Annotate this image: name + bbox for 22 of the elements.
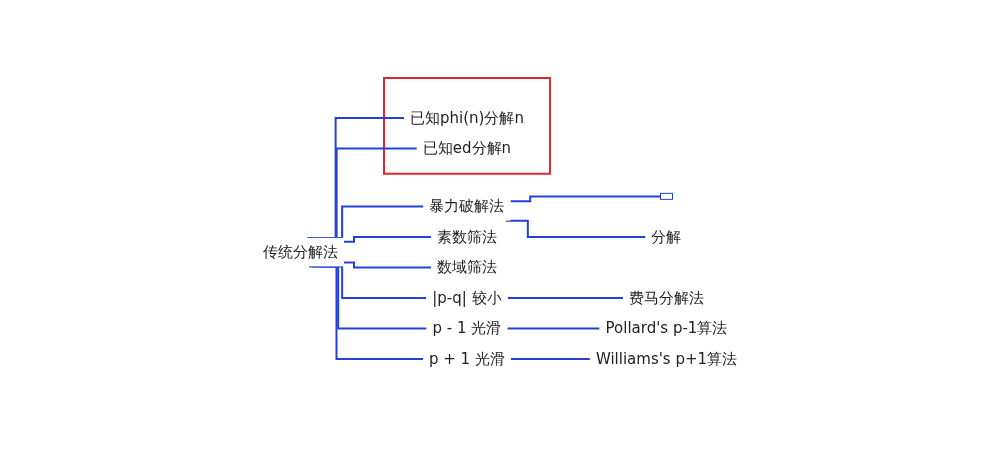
connector [507,296,625,299]
node-text: 费马分解法 [629,288,705,307]
cluster [383,76,552,175]
connector [343,235,433,243]
node-box [660,192,674,200]
node-text: |p-q| 较小 [432,288,503,307]
node-text: 已知phi(n)分解n [410,108,525,127]
node-text: 已知ed分解n [423,139,512,158]
node-text: 素数筛法 [437,227,498,246]
node-text: 分解 [651,227,682,246]
node-text: 数域筛法 [437,258,498,277]
node-text: p - 1 光滑 [433,319,502,338]
connector [509,195,662,203]
connector [343,261,433,269]
node-text: 暴力破解法 [429,197,505,216]
node-text: Williams's p+1算法 [596,349,738,368]
connector [506,327,602,330]
node-text: Pollard's p-1算法 [606,319,728,338]
connector [505,219,647,238]
connector [510,357,592,360]
node-text: p + 1 光滑 [429,349,506,368]
connector [308,265,425,360]
